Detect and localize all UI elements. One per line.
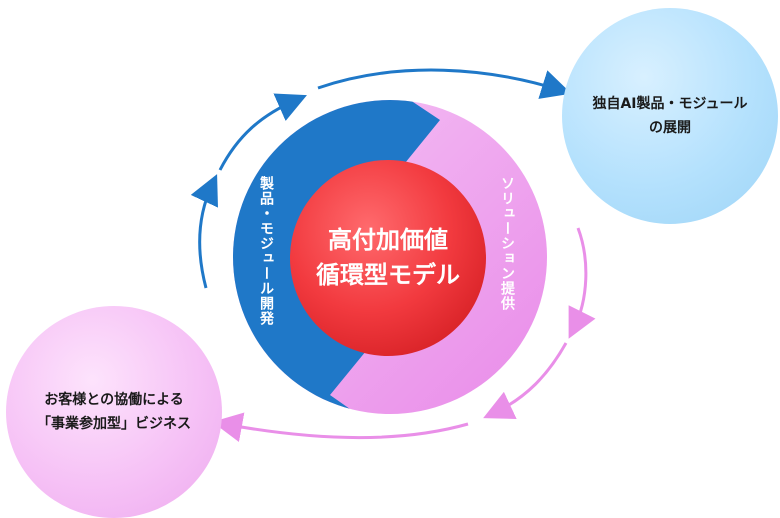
ring-label-product-development: 製品・モジュール開発 [258,176,274,326]
bubble-ai-products-line1: 独自AI製品・モジュール [592,95,748,112]
center-title: 高付加価値 循環型モデル [292,162,484,354]
center-title-line2: 循環型モデル [316,261,460,289]
bubble-ai-products-line2: の展開 [648,120,691,136]
ring-label-solution-provision: ソリューション提供 [499,176,515,311]
bubble-collaborative-business-line2: 「事業参加型」ビジネス [37,416,191,432]
arrow-left-curved-icon [212,412,469,443]
center-circle [290,160,486,356]
arrow-right-curved-icon [317,68,572,99]
arrow-up-curved-icon [218,93,307,171]
center-title-line1: 高付加価値 [328,226,448,255]
bubble-collaborative-business: お客様との協働による 「事業参加型」ビジネス [6,306,222,518]
bubble-collaborative-business-line1: お客様との協働による [44,391,184,408]
arrow-down-curved-icon [483,342,568,419]
arrow-up-curved-icon [190,174,218,289]
arrow-down-curved-icon [568,227,596,339]
bubble-ai-products: 独自AI製品・モジュール の展開 [562,8,778,224]
